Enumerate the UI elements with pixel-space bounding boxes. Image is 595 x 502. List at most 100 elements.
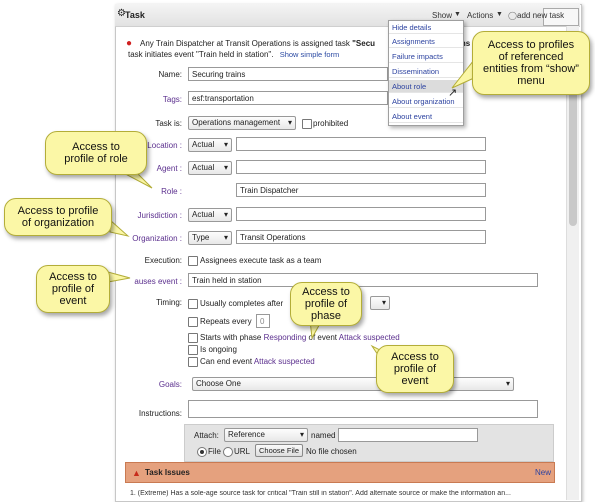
attach-type-select[interactable]: Reference	[224, 428, 308, 442]
jurisdiction-select[interactable]: Actual	[188, 208, 232, 222]
phase-link[interactable]: Responding	[263, 333, 307, 342]
gear-icon[interactable]: ⚙	[117, 8, 126, 19]
organization-input[interactable]: Transit Operations	[236, 230, 486, 244]
task-titlebar: ⚙ Task Show ▼ Actions ▼ ◯ add new task	[115, 4, 580, 27]
task-category-select[interactable]: Operations management	[188, 116, 296, 130]
causes-event-label[interactable]: auses event :	[134, 277, 182, 286]
scrollbar-thumb[interactable]	[569, 36, 577, 226]
callout-line: menu	[517, 75, 545, 87]
starts-mid: of event	[306, 333, 339, 342]
can-end-prefix: Can end event	[200, 357, 254, 366]
add-new-task-link[interactable]: add new task	[517, 11, 565, 20]
is-ongoing-label: Is ongoing	[200, 345, 237, 354]
url-radio[interactable]	[223, 447, 233, 457]
agent-input[interactable]	[236, 160, 486, 174]
prohibited-checkbox[interactable]	[302, 119, 312, 129]
callout-line: Access to	[72, 141, 120, 153]
menu-item-dissemination[interactable]: Dissemination	[389, 65, 463, 78]
completes-after-unit-select[interactable]	[370, 296, 390, 310]
name-label: Name:	[158, 70, 182, 79]
task-issues-bar	[125, 462, 555, 483]
callout-line: entities from “show”	[483, 63, 579, 75]
task-summary-text: Any Train Dispatcher at Transit Operatio…	[140, 39, 353, 48]
mouse-cursor-icon: ↗	[448, 87, 458, 99]
callout-line: Access to	[391, 351, 439, 363]
callout-line: event	[59, 295, 87, 307]
organization-select[interactable]: Type	[188, 231, 232, 245]
actions-menu[interactable]: Actions	[467, 11, 494, 20]
starts-with-phase-checkbox[interactable]	[188, 333, 198, 343]
callout-phase: Access to profile of phase	[290, 282, 362, 326]
file-radio[interactable]	[197, 447, 207, 457]
repeats-label: Repeats every	[200, 317, 252, 326]
causes-event-input[interactable]: Train held in station	[188, 273, 538, 287]
tags-label[interactable]: Tags:	[162, 95, 182, 104]
callout-line: profile of	[304, 298, 348, 310]
panel-title: Task	[125, 10, 145, 20]
goals-label[interactable]: Goals:	[158, 380, 182, 389]
task-summary: Any Train Dispatcher at Transit Operatio…	[140, 39, 375, 48]
menu-item-assignments[interactable]: Assignments	[389, 35, 463, 48]
menu-item-about-event[interactable]: About event	[389, 110, 463, 123]
timing-label: Timing:	[156, 298, 182, 307]
team-execution-checkbox[interactable]	[188, 256, 198, 266]
attachment-name-input[interactable]	[338, 428, 478, 442]
is-ongoing-checkbox[interactable]	[188, 345, 198, 355]
jurisdiction-input[interactable]	[236, 207, 486, 221]
end-event-link[interactable]: Attack suspected	[253, 357, 315, 366]
usually-completes-checkbox[interactable]	[188, 299, 198, 309]
role-label[interactable]: Role :	[161, 187, 182, 196]
location-input[interactable]	[236, 137, 486, 151]
agent-label[interactable]: Agent :	[156, 164, 182, 173]
add-circle-icon: ◯	[508, 11, 517, 20]
goals-select[interactable]: Choose One	[192, 377, 514, 391]
warning-triangle-icon: ▲	[132, 468, 141, 478]
callout-line: Access to profile	[17, 205, 99, 217]
menu-item-failure-impacts[interactable]: Failure impacts	[389, 50, 463, 63]
task-summary-line2-text: task initiates event "Train held in stat…	[128, 50, 274, 59]
panel-scrollbar[interactable]	[566, 26, 579, 500]
new-issue-link[interactable]: New	[535, 468, 552, 477]
role-input[interactable]: Train Dispatcher	[236, 183, 486, 197]
callout-line: profile of	[393, 363, 437, 375]
start-event-link[interactable]: Attack suspected	[338, 333, 400, 342]
task-summary-line2: task initiates event "Train held in stat…	[128, 50, 339, 59]
url-radio-label: URL	[234, 447, 251, 456]
warning-icon: ●	[126, 38, 133, 49]
organization-label[interactable]: Organization :	[132, 234, 182, 243]
team-execution-label: Assignees execute task as a team	[200, 256, 322, 265]
instructions-label: Instructions:	[138, 409, 182, 418]
instructions-textarea[interactable]	[188, 400, 538, 418]
callout-line: Access to	[49, 271, 97, 283]
callout-line: phase	[311, 310, 341, 322]
show-simple-form-link[interactable]: Show simple form	[279, 50, 340, 59]
menu-item-about-organization[interactable]: About organization	[389, 95, 463, 108]
no-file-text: No file chosen	[306, 447, 357, 456]
repeats-checkbox[interactable]	[188, 317, 198, 327]
can-end-event-text: Can end event Attack suspected	[200, 357, 315, 366]
callout-organization: Access to profile of organization	[4, 198, 112, 236]
show-dropdown-menu: Hide details Assignments Failure impacts…	[388, 20, 464, 126]
tags-input[interactable]: esf:transportation	[188, 91, 388, 105]
show-menu-button[interactable]	[543, 8, 579, 26]
jurisdiction-label[interactable]: Jurisdiction :	[137, 211, 182, 220]
callout-line: of referenced	[498, 51, 564, 63]
choose-file-button[interactable]: Choose File	[255, 444, 304, 457]
location-label[interactable]: Location :	[147, 141, 182, 150]
prohibited-label: prohibited	[313, 119, 349, 128]
callout-referenced-entities: Access to profiles of referenced entitie…	[472, 31, 590, 95]
menu-item-about-role[interactable]: About role	[389, 80, 463, 93]
can-end-event-checkbox[interactable]	[188, 357, 198, 367]
callout-line: event	[401, 375, 429, 387]
agent-select[interactable]: Actual	[188, 161, 232, 175]
starts-prefix: Starts with phase	[200, 333, 264, 342]
menu-item-hide-details[interactable]: Hide details	[389, 21, 463, 34]
location-select[interactable]: Actual	[188, 138, 232, 152]
repeats-input[interactable]: 0	[256, 314, 270, 328]
callout-line: profile of	[51, 283, 95, 295]
chevron-down-icon: ▼	[454, 11, 461, 18]
issue-item-text: 1. (Extreme) Has a sole-age source task …	[130, 490, 511, 497]
callout-line: profile of role	[64, 153, 128, 165]
name-input[interactable]: Securing trains	[188, 67, 388, 81]
show-menu-label[interactable]: Show	[432, 11, 453, 20]
